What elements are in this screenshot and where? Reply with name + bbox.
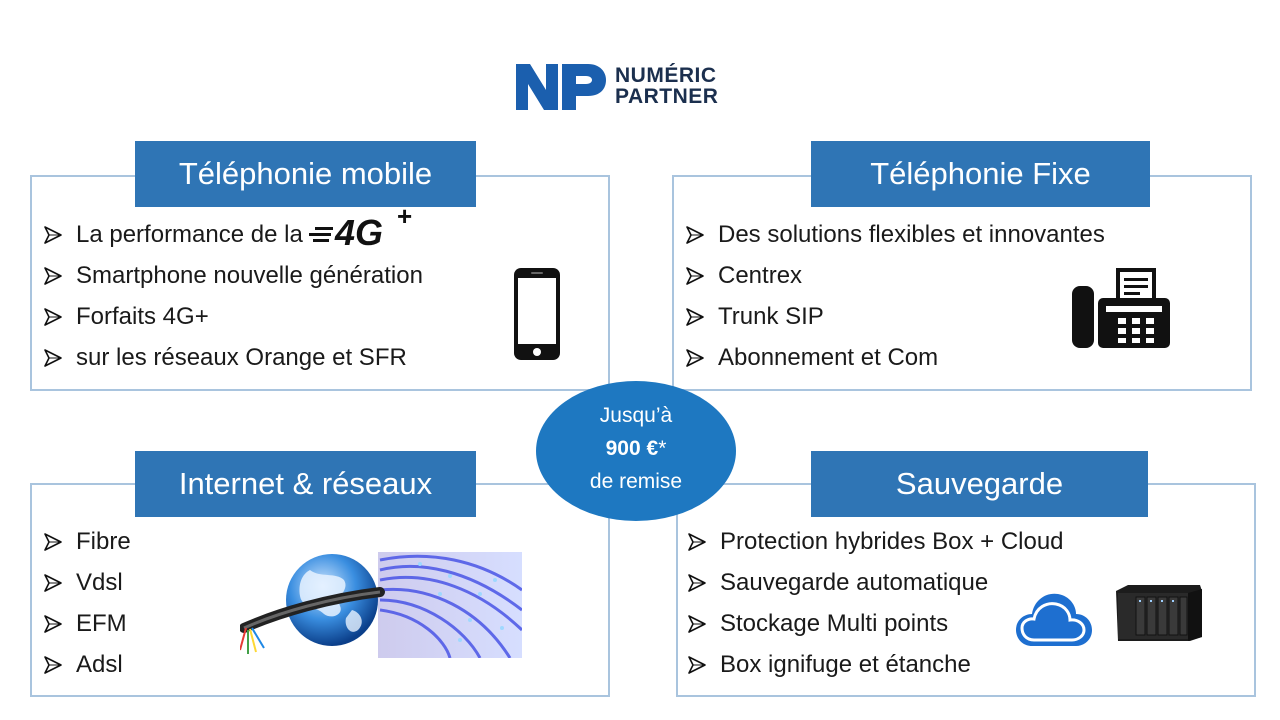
promo-line1: Jusqu’à xyxy=(599,404,673,427)
list-item: Vdsl xyxy=(42,562,131,603)
arrow-bullet-icon xyxy=(684,347,706,369)
arrow-bullet-icon xyxy=(42,613,64,635)
list-item-label: Box ignifuge et étanche xyxy=(720,651,971,678)
list-item-label: EFM xyxy=(76,610,127,637)
list-item: Trunk SIP xyxy=(684,296,1105,337)
list-item: Smartphone nouvelle génération xyxy=(42,255,425,296)
internet-list: Fibre Vdsl EFM Adsl xyxy=(42,521,131,685)
arrow-bullet-icon xyxy=(42,347,64,369)
list-item-label: Protection hybrides Box + Cloud xyxy=(720,528,1064,555)
brand-name-line1: NUMÉRIC xyxy=(615,64,717,87)
list-item: Forfaits 4G+ xyxy=(42,296,425,337)
brand-name: NUMÉRIC PARTNER xyxy=(615,65,775,107)
mobile-list: La performance de la 4G + Smartphone nou… xyxy=(42,205,425,378)
arrow-bullet-icon xyxy=(42,306,64,328)
arrow-bullet-icon xyxy=(42,531,64,553)
mobile-panel xyxy=(30,175,610,391)
fixe-list: Des solutions flexibles et innovantes Ce… xyxy=(684,214,1105,378)
arrow-bullet-icon xyxy=(42,265,64,287)
list-item-label: Stockage Multi points xyxy=(720,610,949,637)
list-item-label: Abonnement et Com xyxy=(718,344,939,371)
list-item: Box ignifuge et étanche xyxy=(686,644,1064,685)
promo-line3: de remise xyxy=(589,470,683,493)
list-item: Sauvegarde automatique xyxy=(686,562,1064,603)
promo-amount-line: 900 €* xyxy=(536,432,736,465)
fixe-panel-title: Téléphonie Fixe xyxy=(811,141,1150,207)
sauvegarde-panel-title: Sauvegarde xyxy=(811,451,1148,517)
list-item-label: Centrex xyxy=(718,262,803,289)
sauvegarde-list: Protection hybrides Box + Cloud Sauvegar… xyxy=(686,521,1064,685)
list-item-label: La performance de la xyxy=(76,221,303,248)
mobile-panel-title: Téléphonie mobile xyxy=(135,141,476,207)
4g-plus-badge-icon: 4G + xyxy=(308,205,412,249)
arrow-bullet-icon xyxy=(686,613,708,635)
list-item: La performance de la 4G + xyxy=(42,205,425,255)
promo-amount: 900 € xyxy=(605,437,659,460)
list-item: Protection hybrides Box + Cloud xyxy=(686,521,1064,562)
list-item-label: sur les réseaux Orange et SFR xyxy=(76,344,407,371)
smartphone-icon xyxy=(514,268,560,360)
list-item-label: Smartphone nouvelle génération xyxy=(76,262,423,289)
list-item-label: Vdsl xyxy=(76,569,123,596)
list-item: Adsl xyxy=(42,644,131,685)
globe-fiber-icon xyxy=(240,552,522,658)
list-item-label: Sauvegarde automatique xyxy=(720,569,989,596)
svg-text:+: + xyxy=(397,205,412,231)
list-item: Stockage Multi points xyxy=(686,603,1064,644)
internet-panel-title: Internet & réseaux xyxy=(135,451,476,517)
promo-badge: Jusqu’à 900 €* de remise xyxy=(536,381,736,521)
promo-asterisk: * xyxy=(658,437,667,460)
list-item: Fibre xyxy=(42,521,131,562)
list-item-label: Fibre xyxy=(76,528,131,555)
arrow-bullet-icon xyxy=(686,572,708,594)
list-item: Des solutions flexibles et innovantes xyxy=(684,214,1105,255)
list-item-label: Trunk SIP xyxy=(718,303,824,330)
arrow-bullet-icon xyxy=(686,654,708,676)
list-item-label: Des solutions flexibles et innovantes xyxy=(718,221,1105,248)
fax-phone-icon xyxy=(1072,268,1170,348)
list-item: sur les réseaux Orange et SFR xyxy=(42,337,425,378)
arrow-bullet-icon xyxy=(684,265,706,287)
brand-logo: NUMÉRIC PARTNER xyxy=(516,64,768,110)
arrow-bullet-icon xyxy=(42,572,64,594)
list-item: Centrex xyxy=(684,255,1105,296)
arrow-bullet-icon xyxy=(684,224,706,246)
list-item-label: Adsl xyxy=(76,651,123,678)
list-item: Abonnement et Com xyxy=(684,337,1105,378)
brand-name-line2: PARTNER xyxy=(615,85,719,108)
nas-box-icon xyxy=(1116,585,1202,641)
arrow-bullet-icon xyxy=(42,654,64,676)
np-logo-mark-icon xyxy=(516,64,606,110)
list-item-label: Forfaits 4G+ xyxy=(76,303,209,330)
cloud-icon xyxy=(1016,593,1092,646)
arrow-bullet-icon xyxy=(42,224,64,246)
list-item: EFM xyxy=(42,603,131,644)
arrow-bullet-icon xyxy=(684,306,706,328)
svg-text:4G: 4G xyxy=(334,212,383,249)
arrow-bullet-icon xyxy=(686,531,708,553)
